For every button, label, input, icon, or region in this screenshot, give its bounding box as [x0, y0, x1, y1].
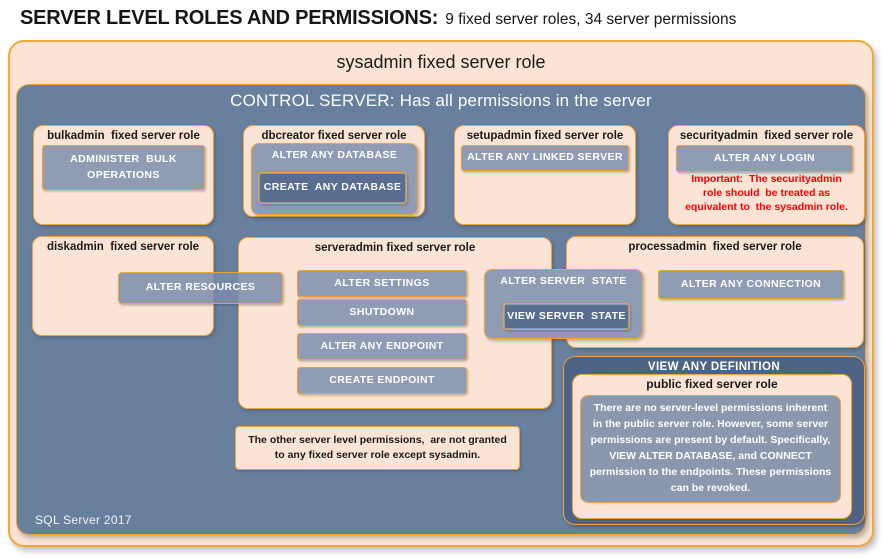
sysadmin-role-box: sysadmin fixed server role CONTROL SERVE… — [8, 40, 874, 547]
permission-alter-any-database: ALTER ANY DATABASE — [271, 149, 398, 161]
permission-alter-settings: ALTER SETTINGS — [297, 270, 467, 297]
serveradmin-title: serveradmin fixed server role — [314, 242, 476, 254]
securityadmin-warning-text: Important: The securityadmin role should… — [685, 173, 848, 213]
page-title-main: SERVER LEVEL ROLES AND PERMISSIONS: — [20, 7, 439, 29]
control-server-box: CONTROL SERVER: Has all permissions in t… — [16, 84, 866, 535]
diskadmin-title: diskadmin fixed server role — [46, 241, 200, 253]
dbcreator-title: dbcreator fixed server role — [261, 130, 407, 142]
permission-view-any-definition: VIEW ANY DEFINITION — [647, 361, 781, 373]
role-box-bulkadmin: bulkadmin fixed server role ADMINISTER B… — [33, 125, 214, 225]
view-any-definition-box: VIEW ANY DEFINITION public fixed server … — [563, 356, 865, 525]
permission-alter-any-endpoint: ALTER ANY ENDPOINT — [297, 333, 467, 360]
role-box-dbcreator: dbcreator fixed server role ALTER ANY DA… — [243, 125, 425, 217]
role-box-securityadmin: securityadmin fixed server role ALTER AN… — [668, 125, 865, 225]
securityadmin-title: securityadmin fixed server role — [679, 130, 854, 142]
sysadmin-role-title: sysadmin fixed server role — [336, 52, 546, 72]
permission-alter-any-linked-server: ALTER ANY LINKED SERVER — [461, 145, 629, 171]
permission-view-server-state: VIEW SERVER STATE — [503, 303, 630, 330]
processadmin-title: processadmin fixed server role — [628, 241, 802, 253]
permission-create-any-database: CREATE ANY DATABASE — [258, 172, 407, 204]
permission-alter-any-database-group: ALTER ANY DATABASE CREATE ANY DATABASE — [251, 143, 418, 215]
bulkadmin-title: bulkadmin fixed server role — [47, 130, 200, 142]
permission-alter-any-connection: ALTER ANY CONNECTION — [658, 270, 844, 299]
permission-alter-server-state-group: ALTER SERVER STATE VIEW SERVER STATE — [484, 269, 643, 339]
other-permissions-note: The other server level permissions, are … — [235, 426, 520, 470]
setupadmin-title: setupadmin fixed server role — [466, 130, 624, 142]
permission-shutdown: SHUTDOWN — [297, 299, 467, 326]
permission-alter-resources: ALTER RESOURCES — [118, 272, 283, 304]
role-box-setupadmin: setupadmin fixed server role ALTER ANY L… — [454, 125, 636, 225]
permission-create-endpoint: CREATE ENDPOINT — [297, 367, 467, 394]
role-box-public: public fixed server role There are no se… — [572, 374, 852, 519]
page-title: SERVER LEVEL ROLES AND PERMISSIONS: 9 fix… — [20, 7, 736, 30]
sql-server-version-label: SQL Server 2017 — [35, 513, 132, 527]
permission-administer-bulk-operations: ADMINISTER BULK OPERATIONS — [42, 145, 205, 190]
permission-alter-server-state: ALTER SERVER STATE — [500, 275, 627, 287]
public-role-title: public fixed server role — [646, 377, 778, 391]
control-server-title: CONTROL SERVER: Has all permissions in t… — [230, 91, 652, 110]
page-title-subtitle: 9 fixed server roles, 34 server permissi… — [445, 11, 737, 28]
permission-alter-any-login: ALTER ANY LOGIN — [676, 145, 853, 172]
public-role-description: There are no server-level permissions in… — [580, 395, 841, 503]
